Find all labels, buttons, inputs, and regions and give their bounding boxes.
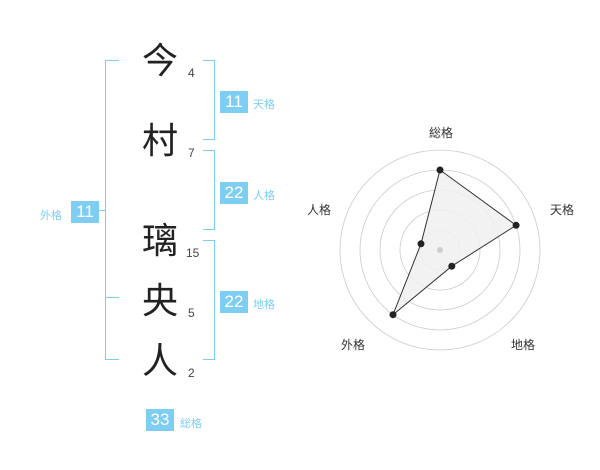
- stroke-count-5: 2: [188, 366, 195, 380]
- radar-axis-label-gaikaku: 外格: [341, 338, 366, 352]
- radar-center-dot: [437, 247, 443, 253]
- name-char-3: 璃: [141, 221, 178, 262]
- gaikaku-bracket-tick: [105, 297, 119, 298]
- gaikaku-badge: 11: [71, 201, 99, 223]
- soukaku-badge: 33: [146, 409, 174, 431]
- chikaku-label: 地格: [253, 298, 275, 311]
- radar-point-4: [389, 311, 397, 319]
- stroke-count-2: 7: [188, 146, 195, 160]
- name-char-5: 人: [141, 341, 178, 382]
- name-char-2: 村: [141, 121, 178, 162]
- radar-axis-label-chikaku: 地格: [511, 338, 536, 352]
- gaikaku-label: 外格: [40, 209, 62, 222]
- tenkaku-label: 天格: [253, 98, 275, 111]
- jinkaku-badge: 22: [220, 182, 248, 204]
- radar-point-2: [512, 221, 520, 229]
- tenkaku-bracket: [203, 60, 215, 140]
- soukaku-label: 総格: [180, 417, 202, 430]
- radar-point-3: [448, 262, 456, 270]
- jinkaku-label: 人格: [253, 189, 275, 202]
- radar-axis-label-tenkaku: 天格: [550, 203, 575, 217]
- stroke-count-3: 15: [186, 246, 200, 260]
- name-char-4: 央: [141, 281, 178, 322]
- radar-axis-label-jinkaku: 人格: [307, 203, 332, 217]
- stroke-count-1: 4: [188, 66, 195, 80]
- radar-point-1: [436, 166, 444, 174]
- name-char-1: 今: [141, 41, 178, 82]
- radar-ring-5: [339, 149, 541, 351]
- tenkaku-badge: 11: [220, 91, 248, 113]
- gaikaku-connector: [98, 210, 106, 211]
- chikaku-badge: 22: [220, 291, 248, 313]
- stroke-count-4: 5: [188, 306, 195, 320]
- chikaku-bracket: [203, 240, 215, 360]
- radar-polygon: [392, 169, 517, 316]
- radar-axis-label-soukaku: 総格: [429, 126, 454, 140]
- jinkaku-bracket: [203, 150, 215, 230]
- radar-point-5: [417, 240, 425, 248]
